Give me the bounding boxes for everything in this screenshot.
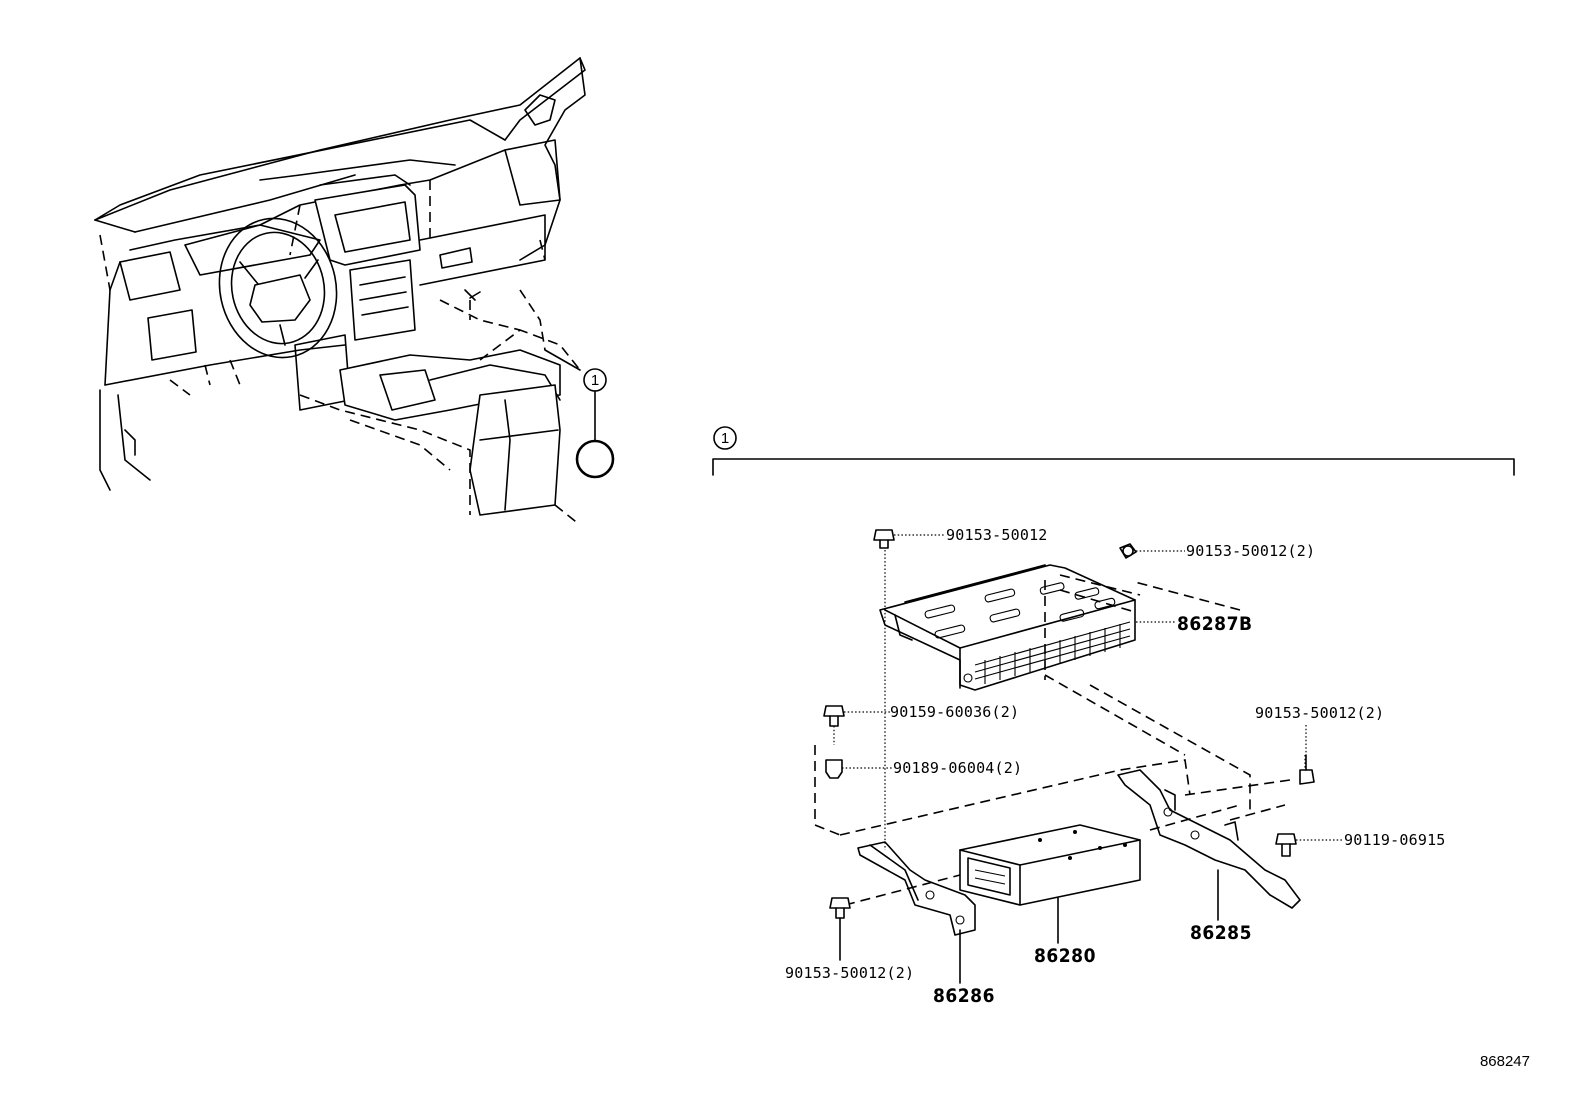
leader-lines bbox=[839, 534, 1343, 984]
label-bolt-right-upper: 90153-50012(2) bbox=[1255, 704, 1384, 722]
cover-86287b bbox=[879, 564, 1141, 691]
part-labels: 90153-50012 90153-50012(2) 86287B 90159-… bbox=[785, 526, 1446, 1007]
location-callout: 1 bbox=[544, 349, 615, 479]
label-unit: 86280 bbox=[1034, 945, 1096, 967]
bolt-icon bbox=[1275, 833, 1297, 857]
label-nut-left: 90189-06004(2) bbox=[893, 759, 1022, 777]
nut-icon bbox=[825, 759, 843, 779]
dashboard-illustration bbox=[94, 57, 586, 526]
bracket-86285 bbox=[1117, 769, 1301, 909]
label-bolt-right-lower: 90119-06915 bbox=[1344, 831, 1446, 849]
callout-number: 1 bbox=[591, 372, 599, 389]
assembly-lines bbox=[814, 550, 1306, 906]
bolt-icon bbox=[1119, 543, 1137, 559]
bracket-86286 bbox=[857, 841, 976, 936]
bolt-icon bbox=[829, 897, 851, 919]
unit-86280 bbox=[959, 824, 1141, 906]
label-bolt-top-right: 90153-50012(2) bbox=[1186, 542, 1315, 560]
section-number: 1 bbox=[721, 430, 729, 447]
section-header: 1 bbox=[712, 426, 1515, 476]
label-bolt-bottom-left: 90153-50012(2) bbox=[785, 964, 914, 982]
label-bracket-right: 86285 bbox=[1190, 922, 1252, 944]
label-bracket-left: 86286 bbox=[933, 985, 995, 1007]
fasteners bbox=[823, 529, 1315, 919]
label-bolt-top-left: 90153-50012 bbox=[946, 526, 1048, 544]
label-screw-left: 90159-60036(2) bbox=[890, 703, 1019, 721]
label-cover: 86287B bbox=[1177, 613, 1253, 635]
reference-number: 868247 bbox=[1480, 1053, 1530, 1070]
bolt-icon bbox=[873, 529, 895, 549]
bolt-icon bbox=[1299, 754, 1315, 785]
screw-icon bbox=[823, 705, 845, 745]
